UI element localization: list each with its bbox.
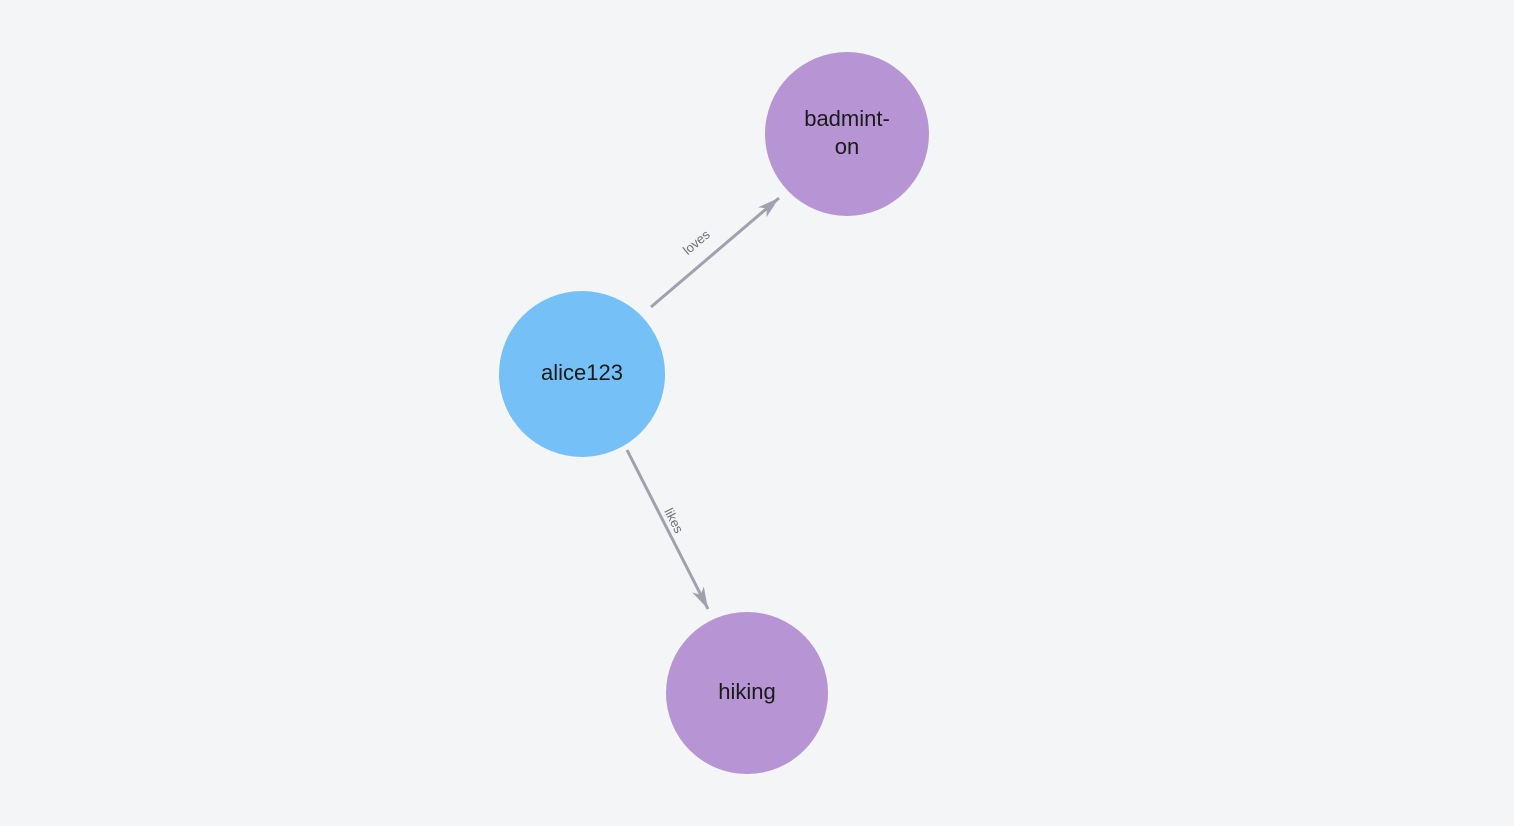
edge-line[interactable] (650, 196, 780, 309)
edge-label-loves: loves (680, 226, 713, 257)
edge-line[interactable] (625, 449, 710, 610)
node-circle[interactable] (666, 612, 828, 774)
node-layer: badmint-on hiking alice123 (499, 52, 929, 774)
edge-label-likes: likes (661, 506, 686, 536)
edge-alice123-loves-badminton[interactable]: loves (650, 193, 783, 309)
arrowhead-icon (758, 198, 779, 218)
node-hiking[interactable]: hiking (666, 612, 828, 774)
node-alice123[interactable]: alice123 (499, 291, 665, 457)
node-circle[interactable] (765, 52, 929, 216)
node-circle[interactable] (499, 291, 665, 457)
arrowhead-icon (692, 586, 708, 609)
edge-alice123-likes-hiking[interactable]: likes (625, 449, 714, 612)
node-badminton[interactable]: badmint-on (765, 52, 929, 216)
